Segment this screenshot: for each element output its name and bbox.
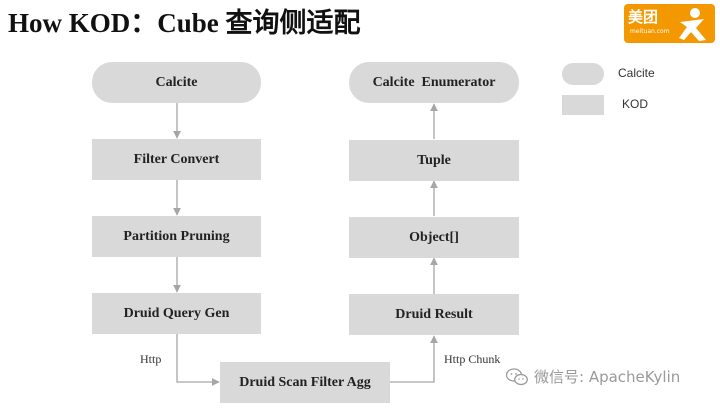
arrow-scan-to-result — [390, 335, 438, 383]
node-object-array: Object[] — [349, 217, 519, 258]
logo-figure-icon — [679, 8, 706, 41]
logo-text: 美团 — [628, 8, 659, 26]
edge-label-http: Http — [140, 352, 162, 366]
node-tuple: Tuple — [349, 140, 519, 181]
slide-title: How KOD：Cube 查询侧适配 — [8, 8, 361, 38]
watermark-text: 微信号: ApacheKylin — [534, 368, 681, 386]
watermark: 微信号: ApacheKylin — [506, 366, 680, 387]
node-druid-query-gen: Druid Query Gen — [92, 293, 261, 334]
node-calcite: Calcite — [92, 62, 261, 103]
legend-swatch-kod — [562, 95, 604, 115]
node-calcite-enumerator: Calcite Enumerator — [349, 62, 519, 103]
node-druid-result: Druid Result — [349, 294, 519, 335]
node-filter-convert: Filter Convert — [92, 139, 261, 180]
node-partition-pruning: Partition Pruning — [92, 216, 261, 257]
logo-subtext: meituan.com — [630, 28, 670, 35]
edge-label-http-chunk: Http Chunk — [444, 352, 501, 366]
legend-label-calcite: Calcite — [618, 66, 655, 80]
legend-label-kod: KOD — [622, 97, 649, 111]
arrow-querygen-to-scan — [176, 334, 220, 386]
legend-swatch-calcite — [562, 63, 604, 85]
wechat-icon — [506, 367, 528, 385]
node-druid-scan-filter-agg: Druid Scan Filter Agg — [220, 362, 390, 403]
meituan-logo: 美团 meituan.com — [624, 4, 715, 43]
